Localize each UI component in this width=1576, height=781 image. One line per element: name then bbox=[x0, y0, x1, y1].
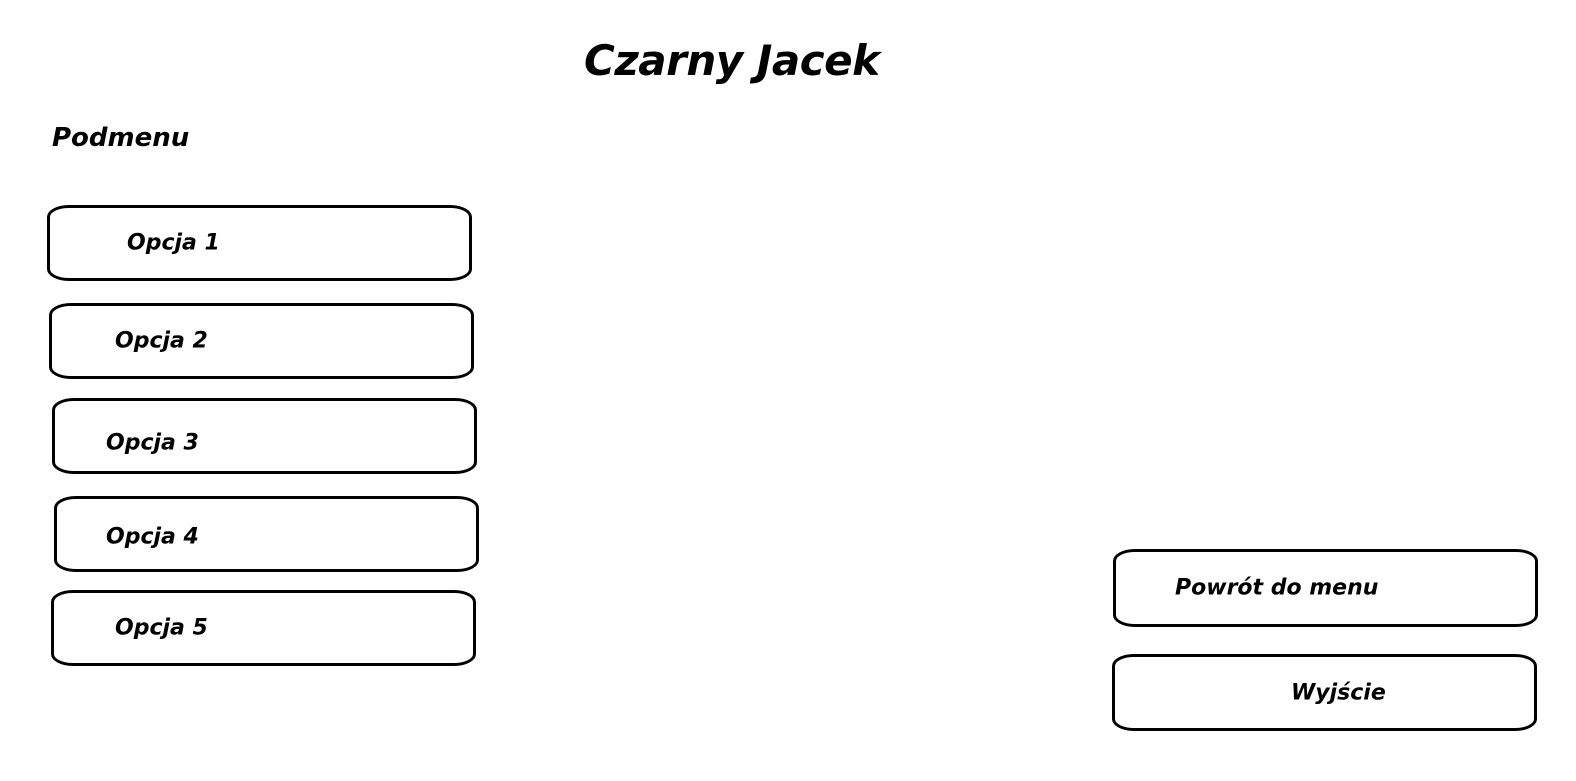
back-to-menu-button[interactable]: Powrót do menu bbox=[1113, 549, 1538, 627]
page-title: Czarny Jacek bbox=[584, 36, 880, 85]
back-to-menu-label: Powrót do menu bbox=[1175, 575, 1379, 601]
option-1-label: Opcja 1 bbox=[127, 230, 220, 256]
option-2-label: Opcja 2 bbox=[115, 328, 208, 354]
option-1-button[interactable]: Opcja 1 bbox=[47, 205, 472, 281]
exit-button[interactable]: Wyjście bbox=[1112, 654, 1537, 731]
exit-label: Wyjście bbox=[1291, 680, 1386, 705]
option-4-button[interactable]: Opcja 4 bbox=[54, 496, 479, 572]
option-2-button[interactable]: Opcja 2 bbox=[49, 303, 474, 379]
option-5-button[interactable]: Opcja 5 bbox=[51, 590, 476, 666]
option-3-label: Opcja 3 bbox=[106, 430, 199, 456]
option-4-label: Opcja 4 bbox=[106, 524, 199, 550]
submenu-heading: Podmenu bbox=[52, 123, 190, 153]
option-5-label: Opcja 5 bbox=[115, 615, 208, 641]
option-3-button[interactable]: Opcja 3 bbox=[52, 398, 477, 474]
